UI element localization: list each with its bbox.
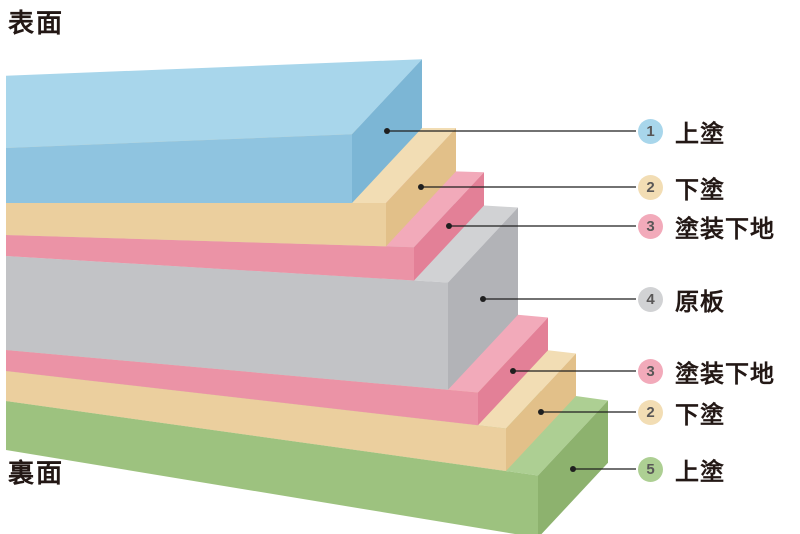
legend-number: 1 [646,122,655,140]
legend-number: 3 [646,362,655,380]
back-surface-label: 裏面 [8,458,65,488]
layer-2-front-face [6,203,386,247]
legend-badge-2b: 2 [638,399,663,425]
callout-dot-5 [510,368,516,374]
legend-badge-1: 1 [638,118,663,144]
layer-5-front-face [6,350,478,426]
layer-1-front-face [6,134,352,203]
legend-badge-2: 2 [638,174,663,200]
legend-number: 2 [646,403,655,421]
layer-6-front-face [6,371,506,471]
callout-dot-1 [384,128,390,134]
layer-3-front-face [6,235,414,281]
front-surface-label: 表面 [8,8,65,38]
callout-dot-7 [570,466,576,472]
legend-item-primer-back: 3 塗装下地 [638,357,775,388]
legend-label: 原板 [675,288,725,316]
callout-dot-3 [446,223,452,229]
legend-item-topcoat-back: 5 上塗 [638,455,725,486]
legend-label: 上塗 [675,458,725,486]
legend-number: 2 [646,178,655,196]
legend-number: 4 [646,290,655,308]
legend-item-undercoat-back: 2 下塗 [638,398,725,429]
callout-dot-6 [538,409,544,415]
layer-4-front-face [6,256,448,390]
legend-item-topcoat-front: 1 上塗 [638,117,725,148]
layer-1-top-face [6,59,422,149]
callout-dot-4 [480,296,486,302]
legend-item-undercoat-front: 2 下塗 [638,173,725,204]
layer-7-front-face [6,401,538,534]
legend-number: 5 [646,460,655,478]
legend-number: 3 [646,217,655,235]
callout-dot-2 [418,184,424,190]
legend-label: 下塗 [675,401,725,429]
legend-label: 塗装下地 [675,215,775,243]
legend-item-baseplate: 4 原板 [638,285,725,316]
legend-label: 塗装下地 [675,360,775,388]
legend-badge-3: 3 [638,213,663,239]
legend-badge-4: 4 [638,286,663,312]
legend-label: 上塗 [675,120,725,148]
legend-badge-5: 5 [638,456,663,482]
legend-item-primer-front: 3 塗装下地 [638,212,775,243]
legend-label: 下塗 [675,176,725,204]
legend-badge-3b: 3 [638,358,663,384]
